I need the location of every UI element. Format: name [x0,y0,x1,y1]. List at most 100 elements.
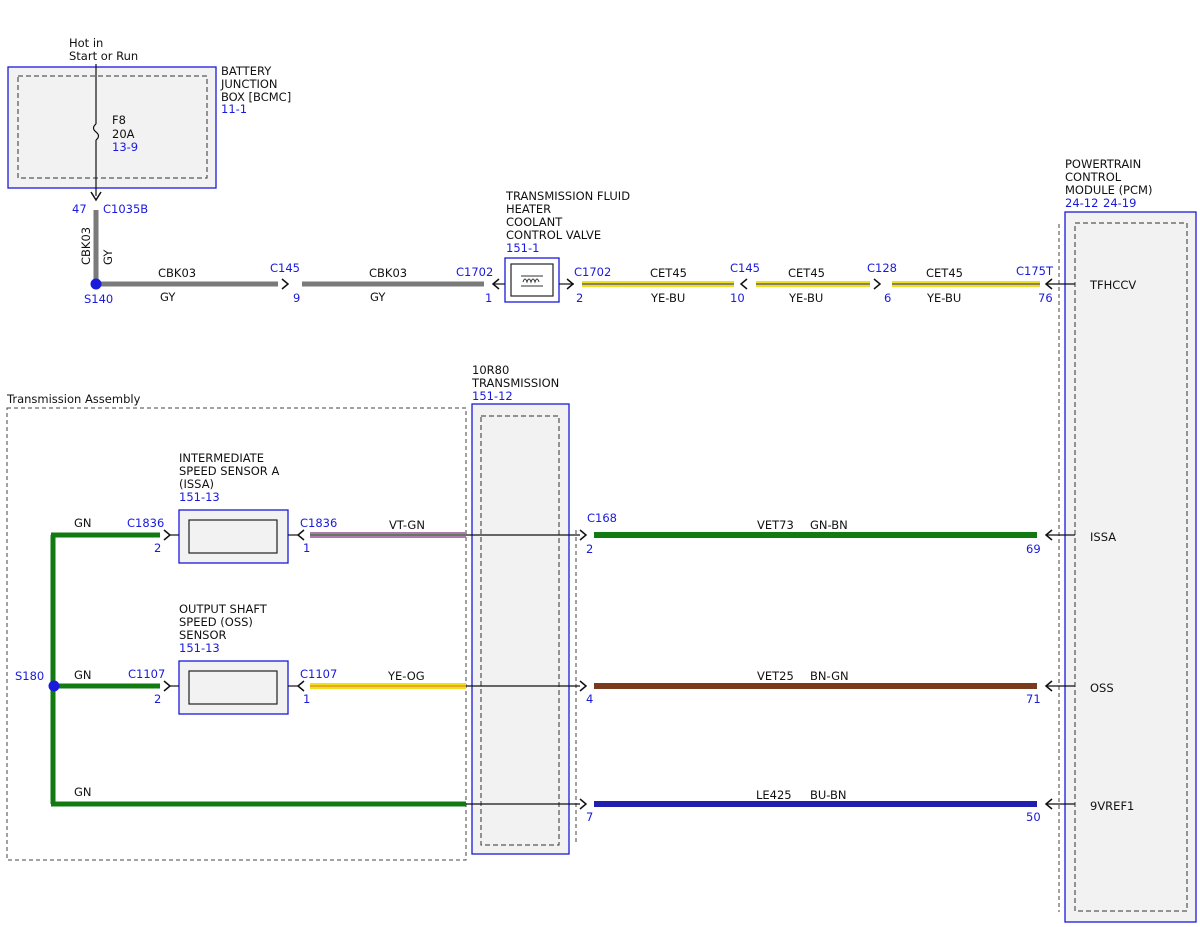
oss-pcm-pin-num: 71 [1026,692,1041,706]
battery-junction-box [7,66,217,189]
c1702a-pin: 1 [485,291,492,305]
issa-ref[interactable]: 151-13 [179,490,220,504]
oss-name-1: OUTPUT SHAFT [179,602,268,616]
oss-ref[interactable]: 151-13 [179,641,220,655]
pcm-box [1064,211,1197,923]
c145a-name: C145 [270,261,300,275]
vref-left-color: GN [74,785,92,799]
vref-pcm-pin-num: 50 [1026,810,1041,824]
pcm-ref-2[interactable]: 24-19 [1103,196,1136,210]
vref-circuit: LE425 [756,788,792,802]
vref-c168-pin: 7 [586,810,593,824]
arrow-right-icon [163,680,172,692]
issa-sensor [178,509,289,564]
issa-right-color: VT-GN [389,518,425,532]
c145b-name: C145 [730,261,760,275]
c128-pin: 6 [884,291,891,305]
c145b-pin: 10 [730,291,745,305]
transmission-assembly-outline [6,407,467,861]
oss-name-2: SPEED (OSS) [179,615,253,629]
c1702b-name: C1702 [574,265,611,279]
seg3-color: YE-BU [650,291,685,305]
oss-name-3: SENSOR [179,628,227,642]
fuse-icon [92,123,100,141]
issa-name-1: INTERMEDIATE [179,451,264,465]
transmission-name-2: TRANSMISSION [471,376,559,390]
c1702b-pin: 2 [576,291,583,305]
vertical-circuit: CBK03 [79,227,93,265]
fuse-ref[interactable]: 13-9 [112,140,138,154]
oss-left-pin: 2 [154,692,161,706]
arrow-right-icon [579,798,588,810]
issa-name-2: SPEED SENSOR A [179,464,279,478]
valve-ref[interactable]: 151-1 [506,241,539,255]
seg2-circuit: CBK03 [369,266,407,280]
vertical-color: GY [101,249,115,265]
pcm-pin-issa: ISSA [1090,530,1116,544]
fuse-rating: 20A [112,127,135,141]
valve-name-3: COOLANT [506,215,563,229]
seg4-circuit: CET45 [788,266,825,280]
c168-label: C168 [587,511,617,525]
arrow-left-icon [296,680,305,692]
vref-color: BU-BN [810,788,847,802]
issa-left-pin: 2 [154,541,161,555]
issa-circuit: VET73 [757,518,794,532]
issa-color: GN-BN [810,518,848,532]
arrow-down-icon [90,191,102,202]
coolant-control-valve [504,257,560,303]
seg1-color: GY [160,290,176,304]
issa-name-3: (ISSA) [179,477,214,491]
arrow-right-icon [873,278,882,290]
pcm-name-1: POWERTRAIN [1065,157,1141,171]
transmission-10r80-box [471,403,570,855]
arrow-right-icon [163,529,172,541]
seg4-color: YE-BU [788,291,823,305]
bjb-connector: C1035B [103,202,148,216]
issa-c168-pin: 2 [586,542,593,556]
hot-label-1: Hot in [69,36,103,50]
hot-label-2: Start or Run [69,49,138,63]
fuse-f8 [90,64,102,202]
c175t-pin: 76 [1038,291,1053,305]
oss-c168-pin: 4 [586,692,593,706]
transmission-ref[interactable]: 151-12 [472,389,513,403]
arrow-left-icon [296,529,305,541]
oss-color: BN-GN [810,669,849,683]
seg5-circuit: CET45 [926,266,963,280]
solenoid-icon [521,275,543,287]
issa-pcm-pin-num: 69 [1026,542,1041,556]
issa-left-color: GN [74,516,92,530]
bjb-name-1: BATTERY [221,64,272,78]
arrow-left-icon [739,278,748,290]
pcm-name-2: CONTROL [1065,170,1122,184]
oss-right-color: YE-OG [387,669,425,683]
bjb-name-3: BOX [BCMC] [221,90,291,104]
c1702a-name: C1702 [456,265,493,279]
arrow-right-icon [566,278,575,290]
seg1-circuit: CBK03 [158,266,196,280]
seg5-color: YE-BU [926,291,961,305]
splice-s180 [48,680,60,692]
c175t-name: C175T [1016,264,1054,278]
splice-s140-label: S140 [84,292,113,306]
transmission-name-1: 10R80 [472,363,509,377]
arrow-right-icon [281,278,290,290]
oss-right-conn: C1107 [300,667,337,681]
pcm-pin-9vref1: 9VREF1 [1090,799,1134,813]
bjb-ref[interactable]: 11-1 [221,102,247,116]
bjb-name-2: JUNCTION [220,77,278,91]
splice-s180-label: S180 [15,669,44,683]
pcm-ref-1[interactable]: 24-12 [1065,196,1098,210]
c145a-pin: 9 [293,291,300,305]
oss-left-color: GN [74,668,92,682]
oss-right-pin: 1 [303,692,310,706]
arrow-right-icon [579,529,588,541]
pcm-name-3: MODULE (PCM) [1065,183,1152,197]
seg3-circuit: CET45 [650,266,687,280]
oss-sensor [178,660,289,715]
fuse-name: F8 [112,113,126,127]
pcm-pin-tfhccv: TFHCCV [1089,278,1136,292]
valve-name-1: TRANSMISSION FLUID [505,189,630,203]
